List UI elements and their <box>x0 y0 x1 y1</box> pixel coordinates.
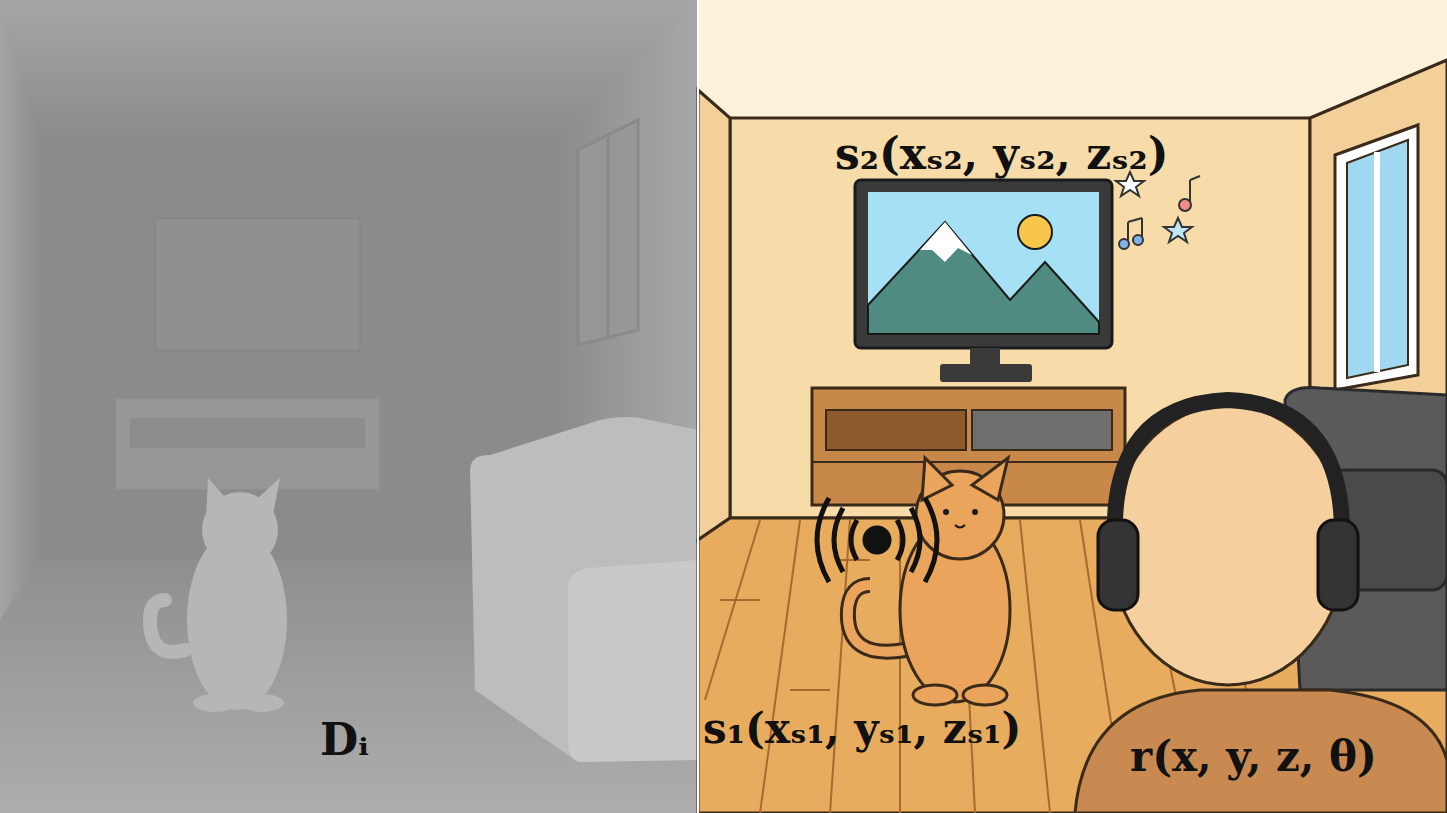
source-label: s₂(xₛ₂, yₛ₂, zₛ₂) <box>835 132 1169 176</box>
cartoon-room <box>698 0 1447 813</box>
depth-map-label: Dᵢ <box>320 718 369 762</box>
source-label: s₁(xₛ₁, yₛ₁, zₛ₁) <box>703 708 1021 750</box>
receiver-label: r(x, y, z, θ) <box>1130 736 1377 778</box>
depth-map <box>0 0 698 813</box>
